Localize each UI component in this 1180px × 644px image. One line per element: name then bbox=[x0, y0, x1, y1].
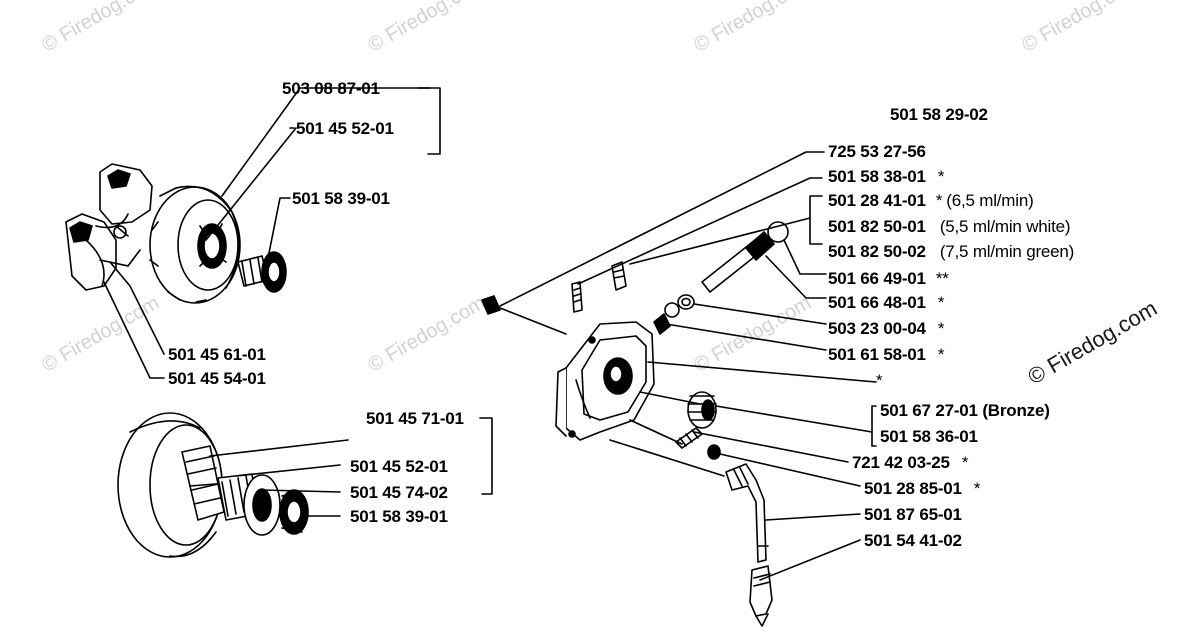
part-label-row: 501 28 41-01 *(6,5 ml/min) bbox=[828, 192, 1034, 210]
part-number: 501 82 50-01 bbox=[828, 217, 926, 236]
part-label-needle-bearing: 501 58 39-01 bbox=[292, 189, 390, 208]
part-number: 501 58 38-01 bbox=[828, 167, 926, 186]
seal-rings bbox=[653, 294, 695, 335]
part-label-row: 501 28 85-01 * bbox=[864, 480, 980, 498]
part-label-row: 721 42 03-25 * bbox=[852, 454, 968, 472]
part-label-row: 501 82 50-02 (7,5 ml/min green) bbox=[828, 243, 1074, 261]
small-pin bbox=[571, 281, 583, 313]
part-label-drum-assembly: 501 45 71-01 bbox=[366, 409, 464, 428]
part-label-row: 501 54 41-02 bbox=[864, 532, 962, 550]
part-number: 501 28 41-01 bbox=[828, 191, 926, 210]
part-mark: * bbox=[937, 345, 945, 364]
pin-2 bbox=[611, 261, 627, 291]
sprocket-rim bbox=[217, 473, 281, 536]
part-number: 725 53 27-56 bbox=[828, 142, 926, 161]
part-mark: * bbox=[973, 479, 981, 498]
part-label-row: 501 66 48-01 * bbox=[828, 294, 944, 312]
clutch-drum bbox=[149, 185, 241, 304]
o-ring bbox=[707, 444, 721, 460]
part-label-row: 501 82 50-01 (5,5 ml/min white) bbox=[828, 217, 1071, 236]
part-label-bearing-bottom: 501 58 39-01 bbox=[350, 507, 448, 526]
clutch-shoe-assembly bbox=[65, 163, 153, 291]
part-label-sprocket: 501 45 74-02 bbox=[350, 483, 448, 502]
pump-piston bbox=[701, 221, 789, 293]
part-label-drum-bottom: 501 45 52-01 bbox=[350, 457, 448, 476]
suction-hose bbox=[725, 463, 773, 627]
part-mark: * bbox=[937, 293, 945, 312]
part-number: 501 82 50-02 bbox=[828, 242, 926, 261]
part-number: 501 61 58-01 bbox=[828, 345, 926, 364]
part-number: 501 66 49-01 bbox=[828, 269, 926, 288]
part-mark: * bbox=[937, 319, 945, 338]
part-label-row: 501 67 27-01 (Bronze) bbox=[880, 402, 1050, 420]
part-note: (6,5 ml/min) bbox=[946, 191, 1034, 210]
spring bbox=[675, 427, 703, 449]
part-label-clutch-shoe: 501 45 61-01 bbox=[168, 345, 266, 364]
part-label-row: 501 61 58-01 * bbox=[828, 346, 944, 364]
part-number: 501 58 36-01 bbox=[880, 427, 978, 446]
part-label-oil-pump-assembly: 501 58 29-02 bbox=[890, 105, 988, 124]
part-number: 501 28 85-01 bbox=[864, 479, 962, 498]
part-number: 503 23 00-04 bbox=[828, 319, 926, 338]
part-number: 501 54 41-02 bbox=[864, 531, 962, 550]
needle-bearing bbox=[237, 251, 287, 293]
part-number: 501 66 48-01 bbox=[828, 293, 926, 312]
part-label-row: 501 58 36-01 bbox=[880, 428, 978, 446]
adjustment-screw bbox=[481, 295, 567, 335]
part-number: 501 67 27-01 (Bronze) bbox=[880, 401, 1050, 420]
part-label-row: 501 66 49-01 ** bbox=[828, 270, 949, 288]
part-label-row: 501 58 38-01 * bbox=[828, 168, 944, 186]
part-mark: * bbox=[937, 167, 945, 186]
part-note: (7,5 ml/min green) bbox=[939, 242, 1075, 261]
part-mark: * bbox=[935, 191, 943, 210]
part-note: (5,5 ml/min white) bbox=[939, 217, 1071, 236]
part-label-clutch-drum: 501 45 52-01 bbox=[296, 119, 394, 138]
part-label-clutch-assembly: 503 08 87-01 bbox=[282, 79, 380, 98]
part-label-row: 503 23 00-04 * bbox=[828, 320, 944, 338]
part-mark: * bbox=[961, 453, 969, 472]
oil-pump-housing bbox=[555, 321, 655, 441]
bearing-bottom bbox=[279, 489, 309, 535]
part-label-clutch-spring: 501 45 54-01 bbox=[168, 369, 266, 388]
worm-gear bbox=[687, 391, 717, 429]
part-number: 721 42 03-25 bbox=[852, 453, 950, 472]
clutch-drum-bottom bbox=[117, 412, 241, 558]
part-label-row: 501 87 65-01 bbox=[864, 506, 962, 524]
part-mark: ** bbox=[935, 269, 949, 288]
housing-mark: * bbox=[876, 371, 883, 390]
part-label-row: 725 53 27-56 bbox=[828, 143, 926, 161]
part-number: 501 87 65-01 bbox=[864, 505, 962, 524]
